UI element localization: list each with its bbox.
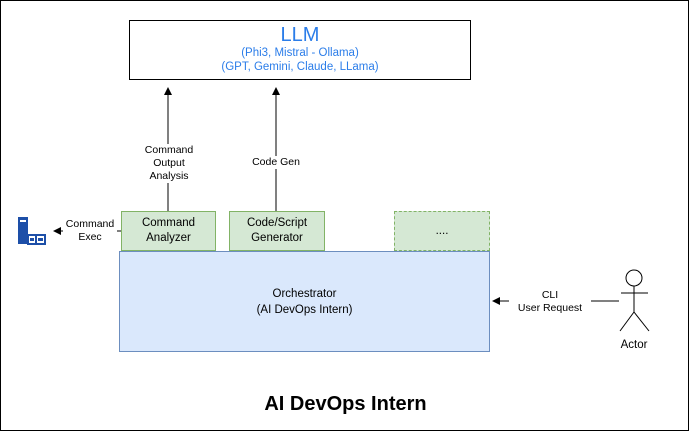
llm-providers-cloud: (GPT, Gemini, Claude, LLama) — [221, 61, 379, 73]
edge-label-command-exec: Command Exec — [63, 218, 117, 244]
orchestrator-title: Orchestrator — [272, 287, 337, 300]
orchestrator-subtitle: (AI DevOps Intern) — [256, 303, 353, 316]
code-generator-box: Code/Script Generator — [229, 211, 325, 251]
actor-label: Actor — [620, 339, 648, 351]
llm-title: LLM — [280, 24, 320, 46]
orchestrator-box: Orchestrator (AI DevOps Intern) — [119, 251, 490, 352]
edge-label-command-output-analysis: Command Output Analysis — [139, 144, 199, 183]
command-analyzer-box: Command Analyzer — [121, 211, 216, 251]
server-icon — [18, 217, 46, 245]
edge-label-cli-user-request: CLI User Request — [509, 289, 591, 315]
llm-providers-local: (Phi3, Mistral - Ollama) — [241, 47, 359, 59]
stick-figure-icon — [619, 269, 650, 332]
llm-box: LLM (Phi3, Mistral - Ollama) (GPT, Gemin… — [129, 20, 471, 80]
edge-label-code-gen: Code Gen — [247, 156, 305, 169]
diagram-title: AI DevOps Intern — [264, 393, 427, 415]
placeholder-box: .... — [394, 211, 490, 251]
